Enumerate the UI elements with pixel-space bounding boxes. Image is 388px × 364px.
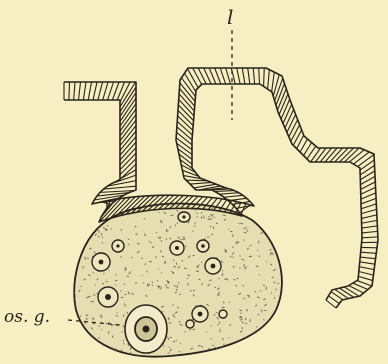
- nucleolus-dot: [175, 246, 179, 250]
- granule-mark: [244, 264, 245, 267]
- granule-mark: [235, 285, 237, 286]
- nucleus-cell: [219, 310, 227, 318]
- granule-mark: [98, 338, 99, 339]
- egg-cell: [125, 305, 167, 353]
- band-cell-wall: [186, 180, 207, 181]
- nucleolus-dot: [116, 244, 119, 247]
- cell-mass: [74, 204, 282, 357]
- granule-mark: [228, 229, 229, 230]
- granule-mark: [127, 276, 129, 277]
- granule-mark: [222, 270, 223, 271]
- label-osg: os. g.: [4, 307, 50, 327]
- granule-mark: [157, 280, 158, 281]
- granule-mark: [175, 225, 176, 226]
- granule-mark: [217, 324, 218, 325]
- granule-mark: [144, 218, 145, 219]
- granule-mark: [109, 270, 110, 271]
- granule-mark: [135, 226, 136, 227]
- granule-mark: [160, 237, 161, 238]
- label-l: l: [227, 5, 233, 29]
- granule-mark: [169, 347, 170, 348]
- band-cell-wall: [264, 68, 265, 86]
- nucleolus-dot: [105, 294, 111, 300]
- granule-mark: [100, 226, 101, 227]
- granule-mark: [131, 257, 132, 258]
- granule-mark: [168, 338, 169, 340]
- granule-mark: [236, 243, 238, 244]
- granule-mark: [177, 223, 178, 224]
- granule-mark: [243, 285, 244, 286]
- granule-mark: [244, 232, 247, 233]
- granule-mark: [185, 332, 186, 333]
- granule-mark: [210, 226, 211, 227]
- granule-mark: [116, 316, 118, 317]
- granule-mark: [161, 240, 162, 242]
- granule-mark: [260, 233, 263, 234]
- granule-mark: [127, 312, 128, 314]
- granule-mark: [122, 332, 123, 333]
- granule-mark: [98, 236, 99, 237]
- nucleolus-dot: [201, 244, 205, 248]
- nucleolus-dot: [198, 312, 203, 317]
- granule-mark: [168, 353, 170, 354]
- granule-mark: [244, 228, 247, 229]
- nucleolus-dot: [182, 215, 185, 218]
- granule-mark: [117, 313, 118, 314]
- granule-mark: [219, 329, 221, 330]
- granule-mark: [195, 222, 196, 223]
- granule-mark: [173, 314, 174, 315]
- granule-mark: [102, 242, 103, 243]
- granule-mark: [176, 289, 177, 290]
- granule-mark: [103, 227, 105, 228]
- granule-mark: [111, 229, 112, 230]
- egg-cell-nucleolus: [143, 326, 150, 333]
- granule-mark: [178, 282, 179, 283]
- granule-mark: [187, 278, 188, 279]
- granule-mark: [99, 232, 100, 233]
- granule-mark: [98, 230, 99, 232]
- granule-mark: [99, 326, 100, 327]
- granule-mark: [163, 346, 164, 347]
- nucleolus-dot: [211, 264, 216, 269]
- granule-mark: [240, 255, 241, 256]
- granule-mark: [250, 319, 251, 322]
- granule-mark: [116, 284, 117, 285]
- granule-mark: [222, 307, 225, 308]
- granule-mark: [266, 287, 267, 290]
- granule-mark: [233, 257, 234, 258]
- band-cell-wall: [259, 68, 260, 84]
- granule-mark: [80, 316, 81, 317]
- nucleus-cell: [186, 320, 194, 328]
- granule-mark: [101, 329, 102, 330]
- nucleolus-dot: [99, 260, 104, 265]
- granule-mark: [208, 349, 210, 350]
- granule-mark: [149, 261, 152, 262]
- granule-mark: [162, 311, 163, 312]
- granule-mark: [256, 326, 257, 327]
- granule-mark: [186, 246, 187, 247]
- band-cell-wall: [69, 82, 70, 100]
- granule-mark: [263, 320, 264, 321]
- granule-mark: [223, 215, 226, 216]
- granule-mark: [278, 283, 279, 284]
